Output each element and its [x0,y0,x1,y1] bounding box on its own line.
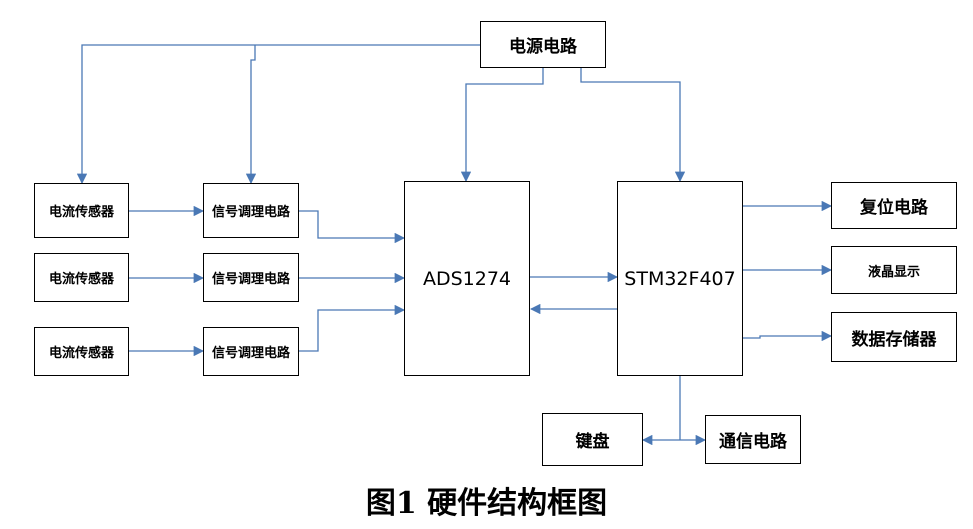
power-circuit-box: 电源电路 [480,21,606,68]
adc-label: ADS1274 [422,267,512,290]
current-sensor-box-1: 电流传感器 [34,183,129,238]
keyboard-box: 键盘 [542,413,643,466]
signal-conditioner-label: 信号调理电路 [211,272,290,287]
wire-power-to-mcu [580,68,686,183]
current-sensor-box-2: 电流传感器 [34,253,129,302]
mcu-label: STM32F407 [624,267,736,290]
comm-circuit-box: 通信电路 [705,415,801,464]
keyboard-label: 键盘 [575,432,610,452]
comm-circuit-label: 通信电路 [719,432,787,452]
power-circuit-label: 电源电路 [509,37,577,57]
lcd-display-label: 液晶显示 [867,264,920,280]
wire-cond3-to-adc [299,304,406,352]
reset-circuit-label: 复位电路 [860,198,928,218]
wire-power-to-conditioner [245,45,257,185]
signal-conditioner-box-2: 信号调理电路 [203,253,299,302]
reset-circuit-box: 复位电路 [831,182,957,229]
current-sensor-label: 电流传感器 [48,272,114,287]
figure-caption: 图1 硬件结构框图 [365,486,608,521]
data-storage-box: 数据存储器 [831,312,957,362]
wire-power-to-sensor [76,44,480,185]
current-sensor-label: 电流传感器 [48,205,114,220]
signal-conditioner-box-3: 信号调理电路 [203,327,299,376]
lcd-display-box: 液晶显示 [831,246,957,294]
current-sensor-box-3: 电流传感器 [34,327,129,376]
data-storage-label: 数据存储器 [851,329,937,350]
signal-conditioner-label: 信号调理电路 [211,346,290,361]
wire-power-to-adc [460,68,544,183]
adc-box: ADS1274 [404,181,530,376]
signal-conditioner-label: 信号调理电路 [211,205,290,220]
current-sensor-label: 电流传感器 [48,346,114,361]
wire-mcu-to-storage [743,330,833,342]
signal-conditioner-box-1: 信号调理电路 [203,183,299,238]
mcu-box: STM32F407 [617,181,743,376]
wire-cond1-to-adc [299,210,406,244]
